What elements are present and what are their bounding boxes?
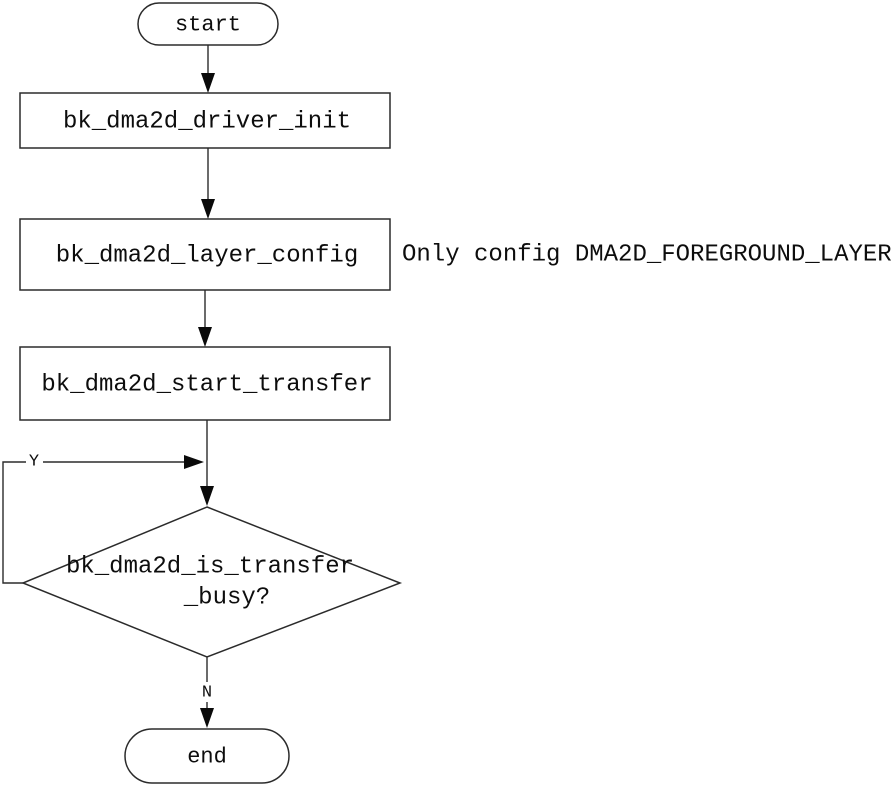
- yes-branch-label: Y: [29, 453, 39, 472]
- arrowhead: [201, 199, 215, 219]
- arrowhead: [184, 455, 204, 469]
- driver-init-node: [19, 92, 391, 149]
- start-node-label: start: [175, 13, 241, 38]
- arrowhead: [198, 327, 212, 347]
- layer-config-node: [19, 218, 391, 291]
- node-shapes-group: [19, 2, 403, 784]
- arrowhead: [201, 73, 215, 93]
- layer-config-node-label: bk_dma2d_layer_config: [56, 243, 358, 270]
- no-label-bg: [198, 682, 216, 702]
- end-node-label: end: [187, 745, 227, 770]
- arrowheads-group: [184, 73, 215, 728]
- start-node: [137, 2, 279, 46]
- driver-init-node-label: bk_dma2d_driver_init: [63, 109, 351, 136]
- arrowhead: [200, 486, 214, 506]
- no-branch-label: N: [202, 684, 212, 703]
- branch-label-backgrounds: [26, 452, 216, 702]
- arrowhead: [200, 708, 214, 728]
- layer-config-annotation: Only config DMA2D_FOREGROUND_LAYER: [402, 242, 892, 269]
- busy-decision-label-line2: _busy?: [183, 585, 270, 612]
- edge-decision-loop-yes: [2, 461, 186, 584]
- start-transfer-node-label: bk_dma2d_start_transfer: [41, 372, 372, 399]
- labels-group: start bk_dma2d_driver_init bk_dma2d_laye…: [29, 13, 892, 770]
- start-transfer-node: [19, 346, 391, 421]
- yes-label-bg: [26, 452, 43, 471]
- busy-decision-label-line1: bk_dma2d_is_transfer: [66, 554, 354, 581]
- end-node: [124, 728, 290, 784]
- busy-decision-node: [21, 506, 403, 658]
